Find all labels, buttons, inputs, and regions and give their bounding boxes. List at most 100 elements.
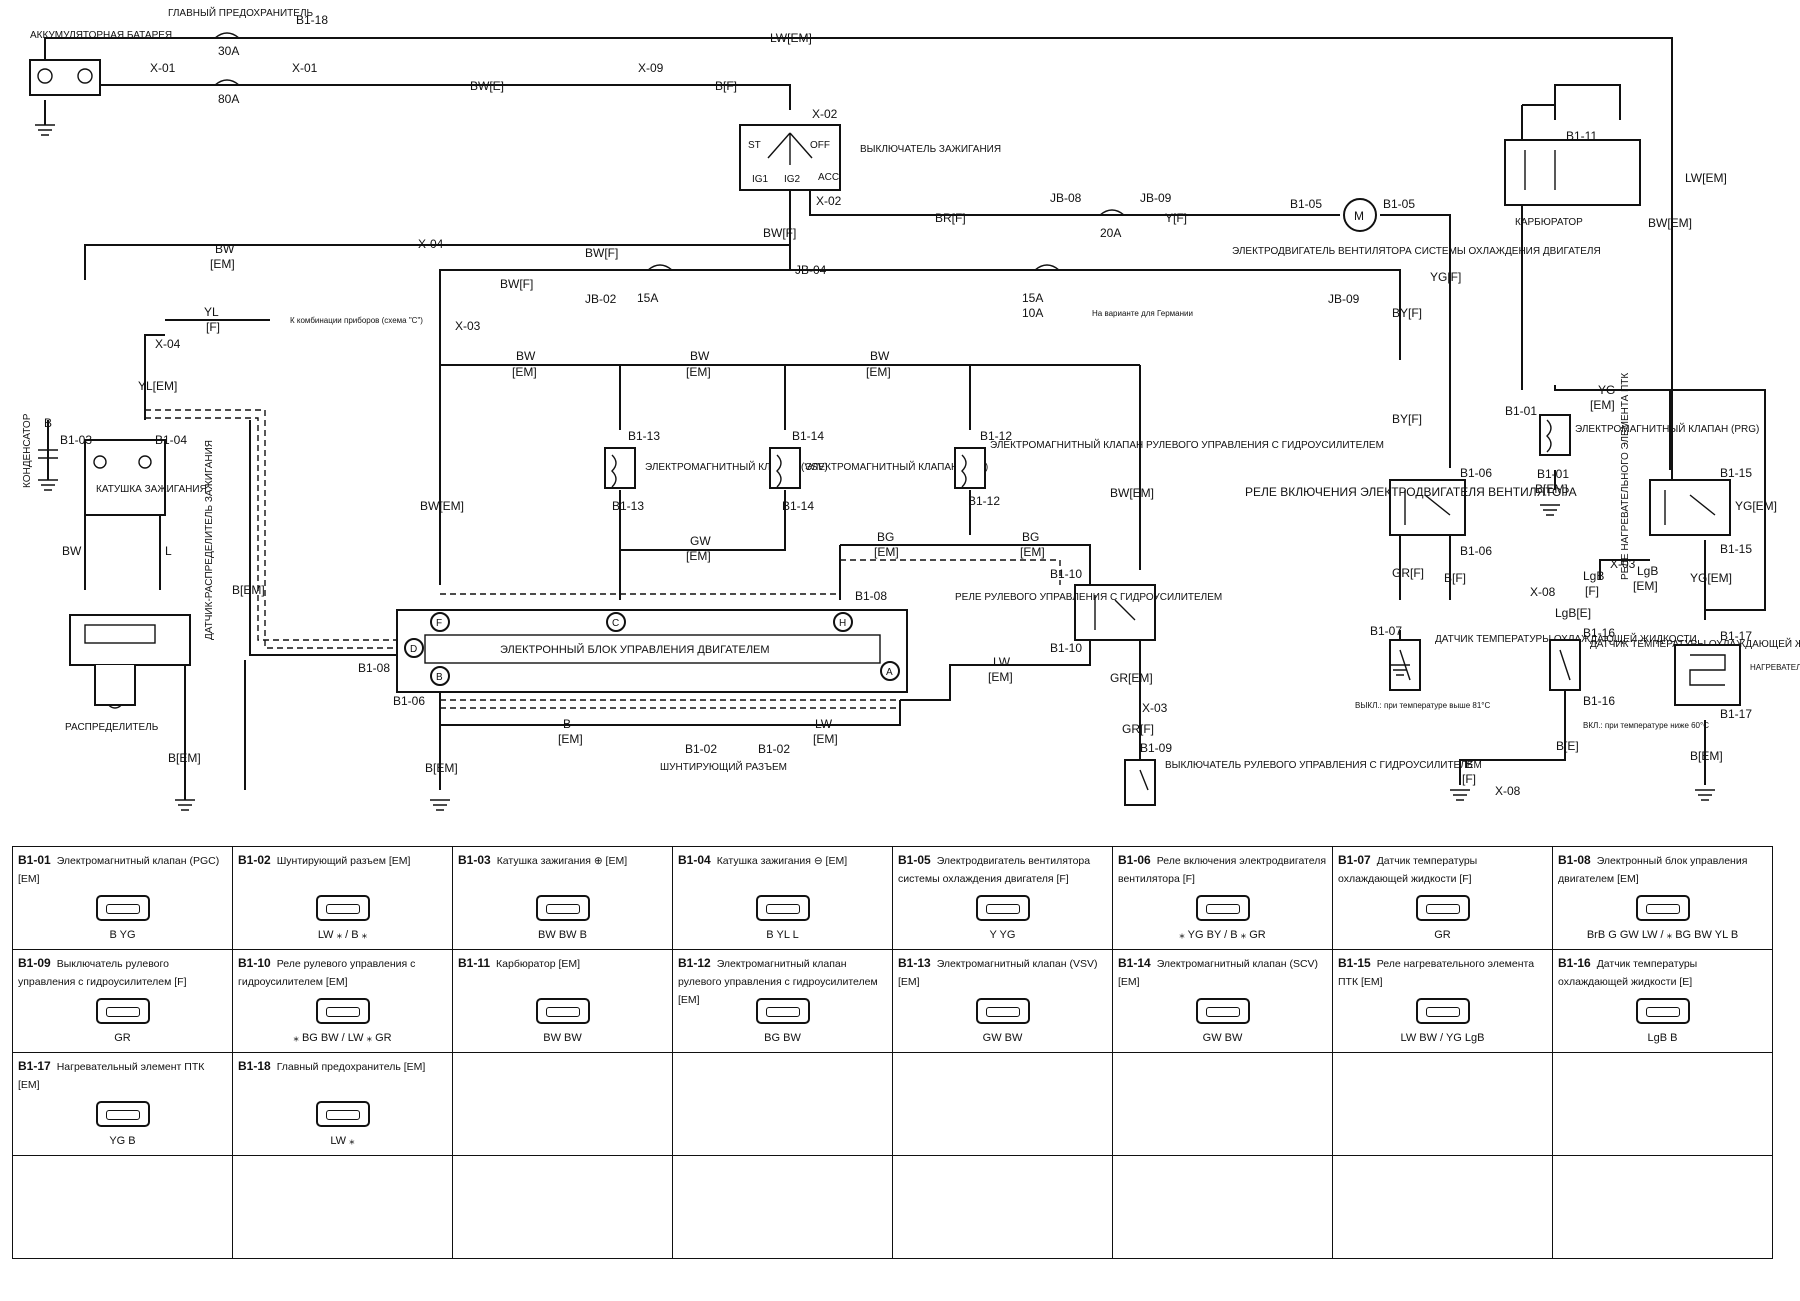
fuse-15a-right-label: 15A — [1022, 291, 1043, 305]
switch-pos-off: OFF — [810, 140, 830, 151]
wire-label: [EM] — [988, 670, 1013, 684]
ptc-heater: НАГРЕВАТЕЛЬНЫЙ ЭЛЕМЕНТ ПТК — [1674, 644, 1800, 706]
conn-b102a: B1-02 — [685, 742, 717, 756]
connector-title: Электронный блок управления двигателем [… — [1558, 855, 1748, 885]
valve-scv-label: ЭЛЕКТРОМАГНИТНЫЙ КЛАПАН (SCV) — [805, 460, 988, 473]
ecu-term-h: H — [839, 618, 846, 629]
connector-plug-icon — [1415, 998, 1470, 1024]
wire-label: YL[EM] — [138, 379, 177, 393]
connector-pins: GR — [1434, 929, 1451, 941]
wiring-diagram: АККУМУЛЯТОРНАЯ БАТАРЕЯ 30A 80A ГЛАВНЫЙ П… — [22, 6, 1800, 811]
conn-b107: B1-07 — [1370, 624, 1402, 638]
connector-cell — [672, 1052, 893, 1156]
battery-label: АККУМУЛЯТОРНАЯ БАТАРЕЯ — [30, 30, 172, 41]
wire-label: [F] — [206, 320, 220, 334]
wire-label: [EM] — [210, 257, 235, 271]
conn-x02b: X-02 — [816, 194, 842, 208]
conn-b113b: B1-13 — [612, 499, 644, 513]
wire-label: [EM] — [813, 732, 838, 746]
distributor: РАСПРЕДЕЛИТЕЛЬ — [65, 614, 191, 733]
wire-label: B[EM] — [232, 583, 265, 597]
ptc-relay-label: РЕЛЕ НАГРЕВАТЕЛЬНОГО ЭЛЕМЕНТА ПТК — [1620, 373, 1631, 580]
main-fuse-label: ГЛАВНЫЙ ПРЕДОХРАНИТЕЛЬ — [168, 6, 314, 19]
wire-label: BW — [516, 349, 536, 363]
coolant-sensor-heater: ДАТЧИК ТЕМПЕРАТУРЫ ОХЛАЖДАЮЩЕЙ ЖИДКОСТИ … — [1549, 637, 1800, 730]
ground-symbols — [35, 124, 1715, 811]
wire-label: GR[F] — [1392, 566, 1424, 580]
wire-label: B — [44, 416, 52, 430]
wire-label: BG — [877, 530, 894, 544]
distributor-label: РАСПРЕДЕЛИТЕЛЬ — [65, 722, 159, 733]
wire-label: [F] — [1462, 772, 1476, 786]
conn-x03b: X-03 — [1142, 701, 1168, 715]
wire-label: LgB[E] — [1555, 606, 1591, 620]
connector-title: Реле нагревательного элемента ПТК [EM] — [1338, 958, 1535, 988]
fuse-80a: 80A — [214, 79, 240, 106]
ecu-term-f: F — [436, 618, 442, 629]
conn-x04b: X-04 — [155, 337, 181, 351]
connector-title: Электромагнитный клапан (SCV) [EM] — [1118, 958, 1319, 988]
conn-b109: B1-09 — [1140, 741, 1172, 755]
note-fan-off-temp: ВЫКЛ.: при температуре выше 81°С — [1355, 701, 1490, 710]
conn-b101b: B1-01 — [1537, 467, 1569, 481]
connector-pins: Y YG — [989, 929, 1016, 941]
connector-title: Электромагнитный клапан рулевого управле… — [678, 958, 878, 1006]
wire-label: B[EM] — [425, 761, 458, 775]
conn-b117b: B1-17 — [1720, 707, 1752, 721]
connector-cell — [1552, 1052, 1773, 1156]
switch-pos-ig1: IG1 — [752, 174, 769, 185]
wire-label: B — [563, 717, 571, 731]
connector-cell — [892, 1052, 1113, 1156]
connector-cell — [452, 1155, 673, 1259]
connector-cell — [12, 1155, 233, 1259]
connector-id: B1-06 — [1118, 853, 1151, 867]
coolant-sensor-heater-label: ДАТЧИК ТЕМПЕРАТУРЫ ОХЛАЖДАЮЩЕЙ ЖИДКОСТИ — [1590, 637, 1800, 650]
ignition-coil-label: КАТУШКА ЗАЖИГАНИЯ — [96, 484, 207, 495]
connector-title: Датчик температуры охлаждающей жидкости … — [1338, 855, 1478, 885]
distributor-sensor-label: ДАТЧИК-РАСПРЕДЕЛИТЕЛЬ ЗАЖИГАНИЯ — [204, 440, 215, 640]
ecu-label: ЭЛЕКТРОННЫЙ БЛОК УПРАВЛЕНИЯ ДВИГАТЕЛЕМ — [500, 643, 770, 656]
conn-b103: B1-03 — [60, 433, 92, 447]
connector-plug-icon — [1635, 998, 1690, 1024]
valve-pgc: ЭЛЕКТРОМАГНИТНЫЙ КЛАПАН (PRG) — [1539, 414, 1759, 456]
wire-label: Y[F] — [1165, 211, 1187, 225]
fuse-20a-label: 20A — [1100, 226, 1121, 240]
connector-pins: LgB B — [1647, 1032, 1678, 1044]
ignition-switch-label: ВЫКЛЮЧАТЕЛЬ ЗАЖИГАНИЯ — [860, 144, 1001, 155]
wire-label: BW[EM] — [420, 499, 464, 513]
valve-pgc-label: ЭЛЕКТРОМАГНИТНЫЙ КЛАПАН (PRG) — [1575, 422, 1759, 435]
connector-plug-icon — [1195, 998, 1250, 1024]
fuse-15a-right: 15A 10A — [1022, 264, 1060, 320]
connector-id: B1-15 — [1338, 956, 1371, 970]
wire-label: GW — [690, 534, 711, 548]
connector-title: Реле включения электродвигателя вентилят… — [1118, 855, 1327, 885]
wire-label: [EM] — [874, 545, 899, 559]
wire-label: B — [1465, 757, 1473, 771]
connector-id: B1-13 — [898, 956, 931, 970]
conn-b112a: B1-12 — [980, 429, 1012, 443]
connector-title: Катушка зажигания ⊕ [EM] — [496, 855, 628, 867]
connector-title: Нагревательный элемент ПТК [EM] — [18, 1061, 205, 1091]
conn-x01a: X-01 — [150, 61, 176, 75]
conn-x08a: X-08 — [1530, 585, 1556, 599]
condenser: КОНДЕНСАТОР — [22, 413, 58, 488]
carburetor-label: КАРБЮРАТОР — [1515, 217, 1583, 228]
conn-b102b: B1-02 — [758, 742, 790, 756]
conn-b113a: B1-13 — [628, 429, 660, 443]
connector-title: Главный предохранитель [EM] — [276, 1061, 426, 1073]
connector-pins: LW ⁎ — [330, 1135, 355, 1147]
conn-b117a: B1-17 — [1720, 629, 1752, 643]
ecu-term-d: D — [410, 644, 417, 655]
connector-title: Катушка зажигания ⊖ [EM] — [716, 855, 848, 867]
